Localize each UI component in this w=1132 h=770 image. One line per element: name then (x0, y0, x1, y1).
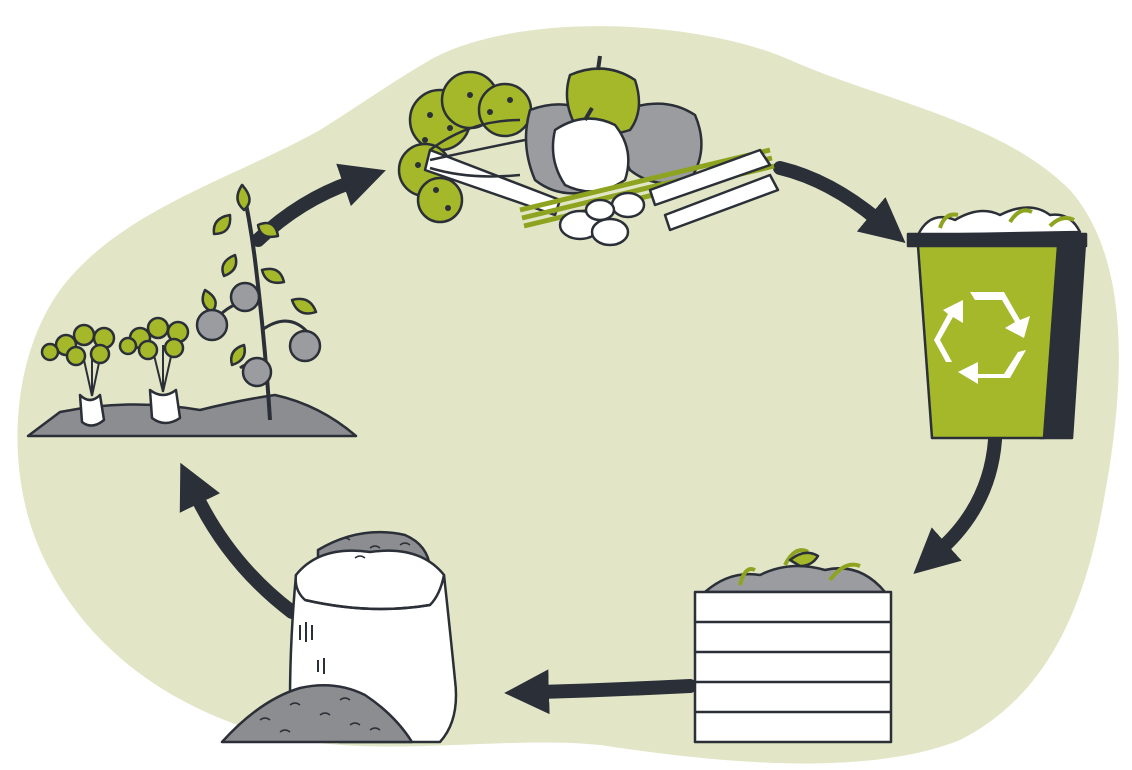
recycle-symbol-icon (934, 292, 1030, 384)
radish-icon (118, 316, 190, 425)
compost-bin-icon (693, 548, 893, 744)
arrow-compost-to-fertilizer (504, 669, 697, 715)
tomato-plant-icon (195, 183, 322, 421)
fertilizer-sack-icon (220, 530, 458, 744)
recycle-bin-icon (906, 206, 1088, 440)
plants-growing-icon (26, 183, 358, 438)
radish-icon (40, 323, 116, 427)
arrow-fertilizer-to-growing (179, 462, 299, 619)
vegetables-icon (397, 55, 780, 247)
arrow-waste-to-compost (913, 433, 1002, 574)
arrow-harvest-to-waste (773, 161, 906, 243)
